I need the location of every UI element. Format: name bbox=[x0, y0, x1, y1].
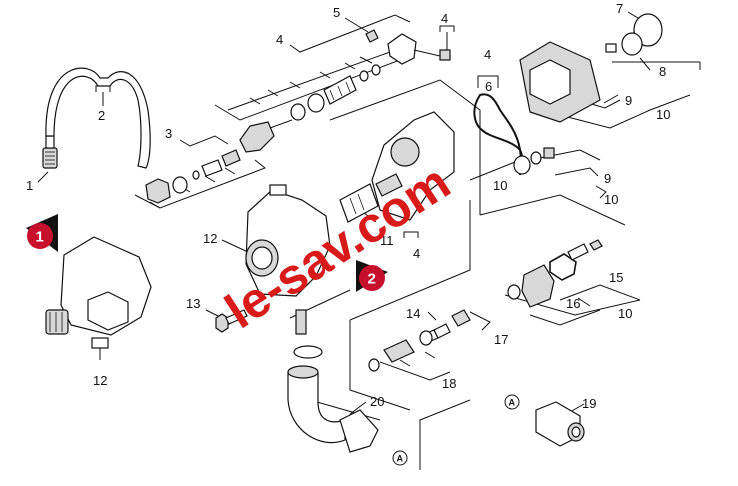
part-3-valve-group bbox=[145, 149, 241, 204]
label-9: 9 bbox=[625, 93, 632, 108]
label-1: 1 bbox=[26, 178, 33, 193]
part-9-seals bbox=[513, 147, 555, 175]
connector-marker-a-1: A bbox=[392, 450, 408, 466]
label-10: 10 bbox=[618, 306, 632, 321]
badge-2: 2 bbox=[356, 260, 388, 292]
label-13: 13 bbox=[186, 296, 200, 311]
part-1-filter bbox=[42, 135, 58, 169]
label-4: 4 bbox=[441, 11, 448, 26]
part-18-valve-stack bbox=[368, 309, 471, 372]
label-4: 4 bbox=[484, 47, 491, 62]
svg-text:2: 2 bbox=[368, 271, 376, 288]
label-6: 6 bbox=[485, 79, 492, 94]
label-8: 8 bbox=[659, 64, 666, 79]
label-4: 4 bbox=[413, 246, 420, 261]
label-7: 7 bbox=[616, 1, 623, 16]
part-number-labels: 1 2 3 4 4 4 4 5 6 7 8 9 9 10 10 10 10 10… bbox=[26, 1, 670, 411]
label-16: 16 bbox=[566, 296, 580, 311]
label-11: 11 bbox=[380, 233, 394, 248]
label-4: 4 bbox=[276, 32, 283, 47]
part-13-bolt bbox=[215, 309, 248, 333]
part-12-pump-body-left bbox=[45, 236, 152, 349]
part-10-pump-head bbox=[519, 13, 663, 123]
label-9: 9 bbox=[604, 171, 611, 186]
svg-text:A: A bbox=[509, 398, 516, 408]
label-19: 19 bbox=[582, 396, 596, 411]
label-15: 15 bbox=[609, 270, 623, 285]
label-2: 2 bbox=[98, 108, 105, 123]
part-19-connector bbox=[535, 401, 585, 447]
label-10: 10 bbox=[493, 178, 507, 193]
part-12-pump-body bbox=[245, 184, 331, 297]
svg-text:A: A bbox=[397, 454, 404, 464]
label-10: 10 bbox=[656, 107, 670, 122]
part-housing-main bbox=[339, 111, 455, 223]
label-10: 10 bbox=[604, 192, 618, 207]
label-18: 18 bbox=[442, 376, 456, 391]
part-20-elbow-pipe bbox=[287, 309, 379, 453]
label-3: 3 bbox=[165, 126, 172, 141]
part-16-valve bbox=[507, 239, 603, 308]
label-12: 12 bbox=[93, 373, 107, 388]
svg-text:1: 1 bbox=[36, 229, 44, 246]
label-14: 14 bbox=[406, 306, 420, 321]
label-5: 5 bbox=[333, 5, 340, 20]
part-4-piston-group bbox=[239, 64, 381, 153]
badge-1: 1 bbox=[26, 214, 58, 252]
label-20: 20 bbox=[370, 394, 384, 409]
part-5-bracket-valve bbox=[365, 29, 451, 65]
connector-marker-a-2: A bbox=[504, 394, 520, 410]
label-12: 12 bbox=[203, 231, 217, 246]
part-2-hose bbox=[45, 67, 151, 169]
label-17: 17 bbox=[494, 332, 508, 347]
